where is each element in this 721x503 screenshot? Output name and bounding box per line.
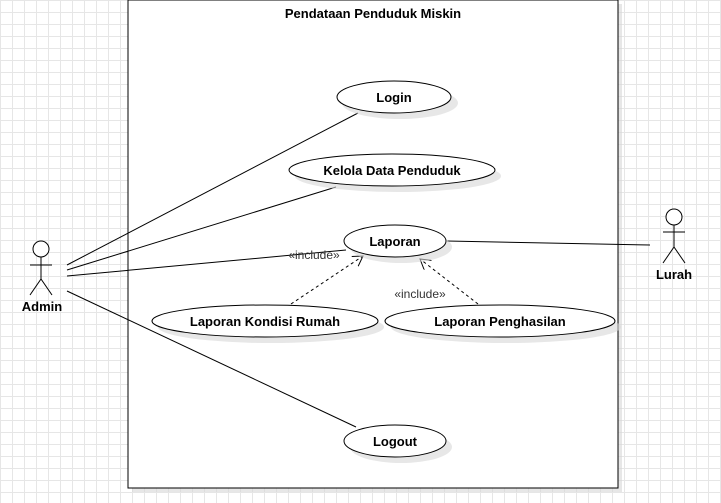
- actor-lurah[interactable]: Lurah: [656, 208, 692, 282]
- system-title: Pendataan Penduduk Miskin: [285, 6, 461, 21]
- use-case-laporan[interactable]: Laporan: [343, 224, 452, 263]
- use-case-penghasilan-label: Laporan Penghasilan: [434, 314, 566, 329]
- use-case-laporan-penghasilan[interactable]: Laporan Penghasilan: [384, 304, 621, 343]
- actor-lurah-icon: [662, 208, 686, 264]
- association-admin-kelola[interactable]: [66, 186, 337, 271]
- include-label-1: «include»: [288, 248, 340, 262]
- actor-admin[interactable]: Admin: [22, 240, 63, 314]
- association-admin-logout[interactable]: [66, 290, 357, 428]
- use-case-laporan-label: Laporan: [369, 234, 420, 249]
- actor-lurah-label: Lurah: [656, 267, 692, 282]
- include-arrow-penghasilan[interactable]: [420, 259, 479, 305]
- use-case-laporan-kondisi-rumah[interactable]: Laporan Kondisi Rumah: [151, 304, 384, 343]
- use-case-logout[interactable]: Logout: [343, 424, 452, 463]
- association-admin-laporan[interactable]: [66, 249, 347, 277]
- include-dependencies: [290, 256, 479, 305]
- use-case-kelola-label: Kelola Data Penduduk: [323, 163, 461, 178]
- association-admin-login[interactable]: [66, 112, 359, 266]
- include-label-2: «include»: [394, 287, 446, 301]
- associations: [66, 112, 651, 428]
- actor-admin-icon: [29, 240, 53, 296]
- use-case-kelola-data-penduduk[interactable]: Kelola Data Penduduk: [288, 153, 501, 192]
- use-case-login-label: Login: [376, 90, 411, 105]
- use-case-login[interactable]: Login: [336, 80, 458, 119]
- actor-admin-label: Admin: [22, 299, 63, 314]
- use-case-logout-label: Logout: [373, 434, 418, 449]
- use-case-kondisi-label: Laporan Kondisi Rumah: [190, 314, 340, 329]
- association-lurah-laporan[interactable]: [446, 240, 651, 246]
- include-arrow-kondisi[interactable]: [290, 256, 363, 305]
